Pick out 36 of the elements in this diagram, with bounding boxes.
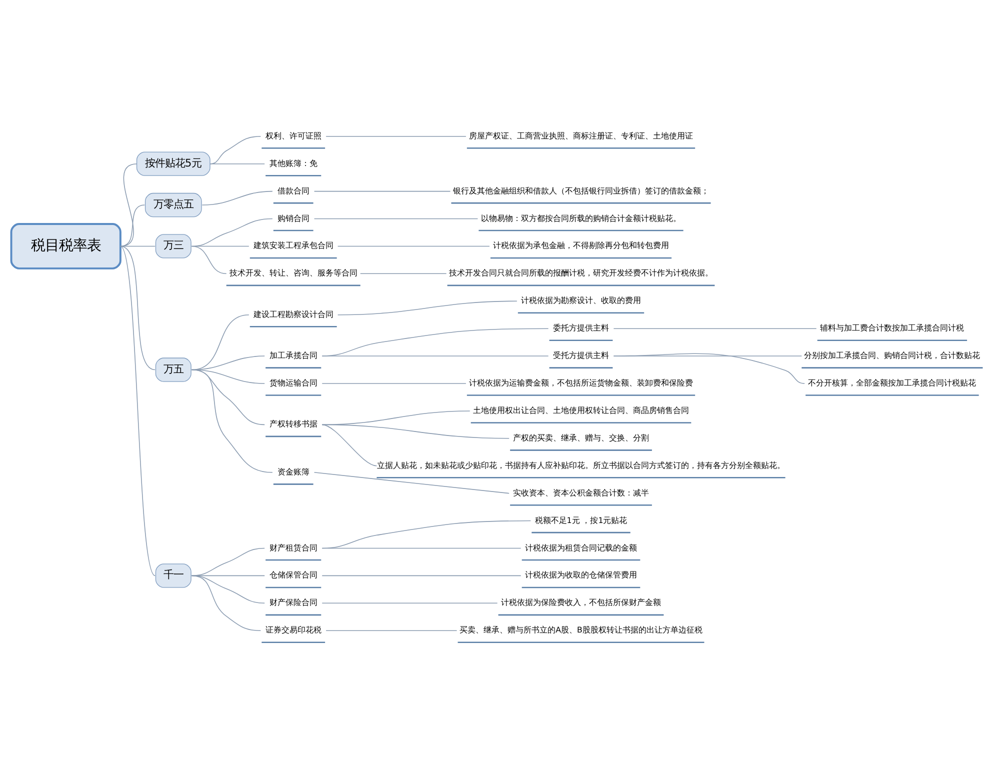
connector [191, 575, 262, 631]
connector [322, 548, 522, 549]
connector [191, 218, 273, 247]
node-box: 按件贴花5元 [136, 152, 210, 176]
node-box: 万五 [155, 358, 192, 382]
connector [322, 328, 549, 356]
connector [322, 575, 522, 576]
connector [322, 602, 498, 604]
connector [613, 328, 817, 329]
connector [120, 246, 156, 576]
connector [202, 190, 273, 206]
node-box: 万零点五 [144, 192, 202, 218]
connector [314, 218, 478, 220]
connector [314, 190, 451, 192]
connector [120, 246, 156, 247]
connector [326, 630, 458, 631]
connector [360, 273, 447, 274]
node-box: 万三 [155, 234, 192, 258]
connector [210, 163, 265, 164]
connector [322, 383, 466, 384]
connector [210, 136, 262, 164]
connector [322, 520, 532, 549]
connector [191, 548, 265, 576]
node-box: 千一 [155, 564, 192, 588]
connector [337, 246, 490, 247]
connector [191, 369, 265, 426]
node-box: 税目税率表 [10, 223, 122, 270]
connector [120, 246, 156, 370]
connector [191, 369, 273, 473]
connector [314, 472, 510, 494]
connector [120, 204, 146, 247]
connector [191, 246, 227, 274]
connector [337, 300, 518, 316]
connector [613, 353, 805, 384]
connector [326, 136, 466, 137]
connector [322, 424, 378, 466]
